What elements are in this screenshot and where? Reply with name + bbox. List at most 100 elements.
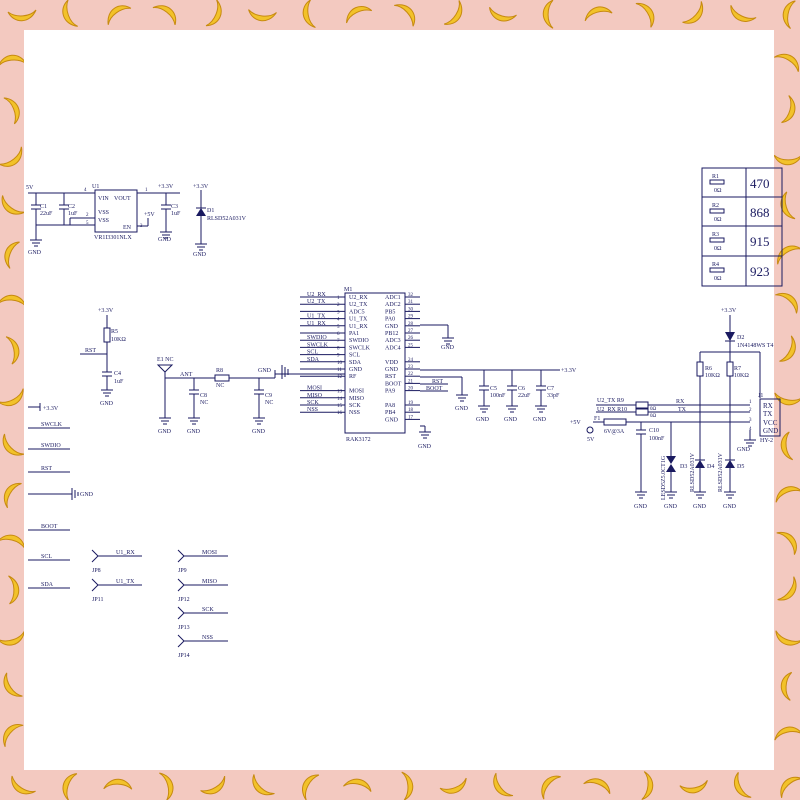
u1-pin1: 1 bbox=[145, 188, 148, 193]
module-right-pin-number: 19 bbox=[408, 401, 414, 406]
banana-icon bbox=[343, 778, 372, 792]
r10-value: 0Ω bbox=[650, 414, 657, 419]
module-left-pin-label: GND bbox=[349, 367, 363, 373]
banana-icon bbox=[774, 726, 800, 741]
jumper-net: MOSI bbox=[202, 550, 217, 556]
u1-pin-en: EN bbox=[123, 225, 132, 231]
banana-icon bbox=[780, 431, 794, 461]
r6-ref: R6 bbox=[705, 366, 712, 372]
module-left-pin-number: 10 bbox=[337, 361, 343, 366]
module-left-pin-number: 11 bbox=[337, 368, 342, 373]
banana-icon bbox=[773, 53, 799, 72]
net-rst-module: RST bbox=[432, 379, 443, 385]
gnd-reg-3: GND bbox=[193, 252, 207, 258]
module-left-pin-number: 14 bbox=[337, 397, 343, 402]
c10-ref: C10 bbox=[649, 428, 659, 434]
net-rst-header: RST bbox=[41, 466, 52, 472]
banana-icon bbox=[777, 576, 797, 601]
c8-ref: C8 bbox=[200, 393, 207, 399]
banana-icon bbox=[4, 241, 20, 269]
module-right-pin-label: PA0 bbox=[385, 317, 395, 323]
d4-part: RLSD52A031V bbox=[690, 452, 696, 492]
module-left-pin-number: 16 bbox=[337, 411, 343, 416]
freq-row-ref: R4 bbox=[712, 262, 719, 268]
j1-part: HY-2 bbox=[760, 438, 773, 444]
banana-icon bbox=[11, 775, 36, 795]
net-swdio-header: SWDIO bbox=[41, 443, 61, 449]
c2-ref: C2 bbox=[68, 204, 75, 210]
module-left-pin-number: 13 bbox=[337, 390, 343, 395]
net-5v-en: +5V bbox=[144, 212, 155, 218]
freq-row-ref: R2 bbox=[712, 203, 719, 209]
u1-pin2: 2 bbox=[86, 213, 89, 218]
banana-icon bbox=[159, 772, 174, 800]
freq-row: R4 0Ω 923 bbox=[709, 262, 770, 282]
net-boot-module: BOOT bbox=[426, 386, 443, 392]
gnd-ant-3: GND bbox=[252, 429, 266, 435]
jumper-ref: JP9 bbox=[178, 568, 187, 574]
module-right-pin-number: 29 bbox=[408, 315, 414, 320]
module-right-pin-label: ADC1 bbox=[385, 295, 401, 301]
banana-icon bbox=[394, 4, 416, 27]
jumper-net: MISO bbox=[202, 579, 218, 585]
r6-value: 10KΩ bbox=[705, 373, 720, 379]
r10-label: U2_RX R10 bbox=[597, 407, 627, 413]
net-rst-reset: RST bbox=[85, 348, 96, 354]
module-left-net: MOSI bbox=[307, 386, 322, 392]
gnd-uart: GND bbox=[737, 447, 751, 453]
module-left-pin-number: 3 bbox=[337, 310, 340, 315]
freq-row-frequency: 470 bbox=[750, 176, 770, 191]
banana-icon bbox=[775, 293, 798, 314]
gnd-dec-2: GND bbox=[504, 417, 518, 423]
net-scl-header: SCL bbox=[41, 554, 52, 560]
module-right-pin-label: BOOT bbox=[385, 381, 402, 387]
gnd-dec-1: GND bbox=[476, 417, 490, 423]
r5-value: 10KΩ bbox=[111, 337, 126, 343]
banana-icon bbox=[679, 780, 708, 794]
jumpers: U1_RXJP8U1_TXJP11MOSIJP9MISOJP12SCKJP13N… bbox=[91, 549, 228, 659]
j1-pin4-num: 4 bbox=[749, 427, 752, 432]
c7-ref: C7 bbox=[547, 386, 554, 392]
module-left-pin-label: NSS bbox=[349, 410, 360, 416]
module-left-net: U2_TX bbox=[307, 299, 326, 305]
banana-icon bbox=[252, 774, 275, 796]
module-left-net: SCL bbox=[307, 350, 318, 356]
j1-pin-vcc: VCC bbox=[763, 419, 778, 427]
banana-icon bbox=[5, 336, 20, 365]
freq-row: R1 0Ω 470 bbox=[709, 174, 770, 194]
c5-ref: C5 bbox=[490, 386, 497, 392]
net-gnd-ant: GND bbox=[258, 368, 272, 374]
net-3v3-d1: +3.3V bbox=[193, 184, 209, 190]
banana-icon bbox=[773, 154, 800, 166]
module-left-net: U1_RX bbox=[307, 321, 326, 327]
module-left-pin-label: ADC5 bbox=[349, 309, 365, 315]
module-right-pin-label: ADC3 bbox=[385, 338, 401, 344]
jumper-ref: JP12 bbox=[178, 597, 190, 603]
module-left-pin-label: U2_TX bbox=[349, 302, 368, 308]
freq-row-value: 0Ω bbox=[714, 217, 722, 223]
module-left-pin-label: SWDIO bbox=[349, 338, 369, 344]
freq-row: R2 0Ω 868 bbox=[709, 203, 770, 223]
module-right-pin-number: 17 bbox=[408, 415, 414, 420]
banana-icon bbox=[780, 191, 796, 220]
d4-ref: D4 bbox=[707, 464, 714, 470]
gnd-module-right: GND bbox=[441, 345, 455, 351]
module-right-pin-label: PB5 bbox=[385, 309, 395, 315]
module-right-pin-number: 23 bbox=[408, 365, 414, 370]
c4-ref: C4 bbox=[114, 371, 121, 377]
banana-icon bbox=[730, 5, 757, 22]
u1-regulator-chip bbox=[94, 189, 138, 233]
module-left-pin-label: MISO bbox=[349, 396, 365, 402]
module-left-pin-label: SWCLK bbox=[349, 345, 371, 351]
module-right-pin-label: GND bbox=[385, 324, 399, 330]
jumper-ref: JP13 bbox=[178, 625, 190, 631]
jumper-ref: JP14 bbox=[178, 653, 190, 659]
banana-icon bbox=[641, 771, 654, 800]
e1-ref: E1 NC bbox=[157, 357, 174, 363]
module-left-pin-label: MOSI bbox=[349, 389, 364, 395]
banana-icon bbox=[205, 0, 222, 27]
net-ant: ANT bbox=[180, 372, 193, 378]
c10-value: 100nF bbox=[649, 436, 665, 442]
j1-pin1-num: 1 bbox=[749, 400, 752, 405]
